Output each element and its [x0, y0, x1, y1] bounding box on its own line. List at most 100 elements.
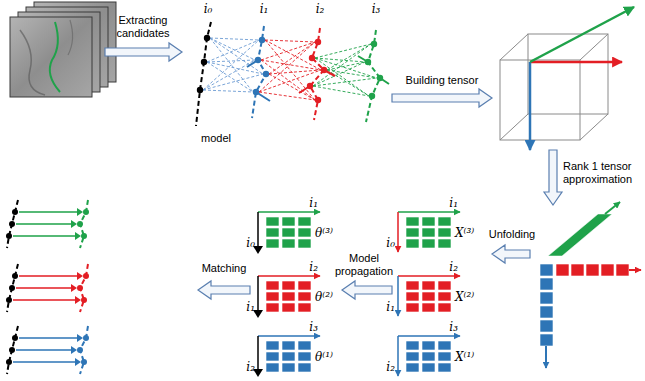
- model-curve: [196, 22, 211, 126]
- point: [197, 87, 203, 93]
- matrix-label: X⁽¹⁾: [455, 350, 489, 364]
- point: [12, 273, 18, 279]
- vessel: [68, 20, 73, 55]
- point: [309, 55, 315, 61]
- axis-label: i₀: [371, 236, 395, 250]
- point: [12, 335, 18, 341]
- point: [77, 285, 83, 291]
- candidate-link: [203, 38, 263, 92]
- matrix-label: θ⁽²⁾: [315, 290, 349, 304]
- step-label: Matching: [196, 262, 252, 275]
- matrix-axis: [258, 211, 320, 213]
- model-points: [197, 35, 210, 93]
- index-label: i₂: [308, 2, 332, 16]
- point: [9, 347, 15, 353]
- axis-label: i₃: [434, 320, 458, 334]
- step-arrow: [492, 245, 530, 263]
- step-label: Rank 1 tensor approximation: [563, 160, 641, 186]
- matrix-axis: [398, 275, 460, 277]
- vector-axis: [545, 346, 547, 368]
- step-arrow: [392, 89, 492, 107]
- unfolded-matrices: [398, 212, 460, 376]
- mode-axis: [530, 7, 634, 62]
- point: [307, 83, 313, 89]
- point: [377, 75, 383, 81]
- vector-cells: [540, 264, 553, 346]
- axis-label: i₀: [231, 236, 255, 250]
- frame: [10, 17, 92, 97]
- matching-results: [6, 200, 89, 374]
- match-red: [6, 264, 89, 312]
- candidate-link: [259, 40, 321, 100]
- point: [83, 209, 89, 215]
- candidate-branch: [358, 56, 389, 84]
- point: [315, 97, 321, 103]
- match-blue: [6, 326, 89, 374]
- vector-axis: [629, 269, 641, 271]
- candidate-branch: [299, 70, 335, 93]
- mode-axis: [529, 62, 532, 150]
- index-label: i₀: [196, 2, 220, 16]
- matrix-axis: [397, 276, 399, 316]
- match-arrow: [13, 276, 81, 300]
- matrix-cells: [406, 217, 451, 248]
- match-green: [6, 200, 89, 248]
- matrix-axis: [258, 275, 320, 277]
- candidate-points: [307, 39, 327, 103]
- point: [9, 285, 15, 291]
- angiogram-stack: [10, 2, 116, 97]
- match-arrow: [13, 338, 81, 362]
- point: [9, 221, 15, 227]
- point: [83, 335, 89, 341]
- point: [77, 221, 83, 227]
- point: [81, 359, 87, 365]
- axis-label: i₂: [371, 360, 395, 374]
- step-arrow: [198, 281, 250, 299]
- point: [81, 297, 87, 303]
- matrix-label: X⁽³⁾: [455, 226, 489, 240]
- index-label: i₃: [364, 2, 388, 16]
- candidate-curve: [310, 28, 324, 120]
- matrix-axis: [398, 335, 460, 337]
- axis-label: i₃: [294, 320, 318, 334]
- matrix-cells: [266, 217, 311, 248]
- step-label: Model propagation: [331, 252, 397, 278]
- matrix-axis: [258, 335, 320, 337]
- axis-label: i₁: [231, 300, 255, 314]
- axis-label: i₁: [294, 196, 318, 210]
- point: [321, 67, 327, 73]
- step-arrow: [544, 150, 562, 205]
- point: [315, 39, 321, 45]
- vector-cells: [556, 264, 629, 276]
- step-arrow: [342, 281, 392, 299]
- step-arrow: [105, 43, 182, 61]
- axis-label: i₂: [231, 360, 255, 374]
- cube-face: [500, 60, 580, 140]
- axis-label: i₁: [434, 196, 458, 210]
- point: [255, 57, 261, 63]
- vessel: [20, 30, 45, 95]
- matrix-axis: [398, 211, 460, 213]
- point: [365, 59, 371, 65]
- rank-one-vectors: [540, 202, 641, 368]
- point: [369, 93, 375, 99]
- propagated-matrices: [253, 212, 320, 377]
- point: [259, 37, 265, 43]
- vector-axis: [605, 202, 620, 214]
- vector-slab: [548, 214, 612, 256]
- guidewire: [50, 22, 60, 92]
- candidate-points: [253, 37, 269, 95]
- point: [12, 209, 18, 215]
- curve-label: model: [194, 132, 238, 145]
- point: [6, 359, 12, 365]
- matrix-label: θ⁽³⁾: [315, 226, 349, 240]
- point: [6, 297, 12, 303]
- matrix-axis: [397, 336, 399, 376]
- matrix-label: X⁽²⁾: [455, 290, 489, 304]
- cube-face: [528, 34, 608, 114]
- point: [83, 273, 89, 279]
- axis-label: i₂: [294, 260, 318, 274]
- matrix-axis: [257, 336, 259, 374]
